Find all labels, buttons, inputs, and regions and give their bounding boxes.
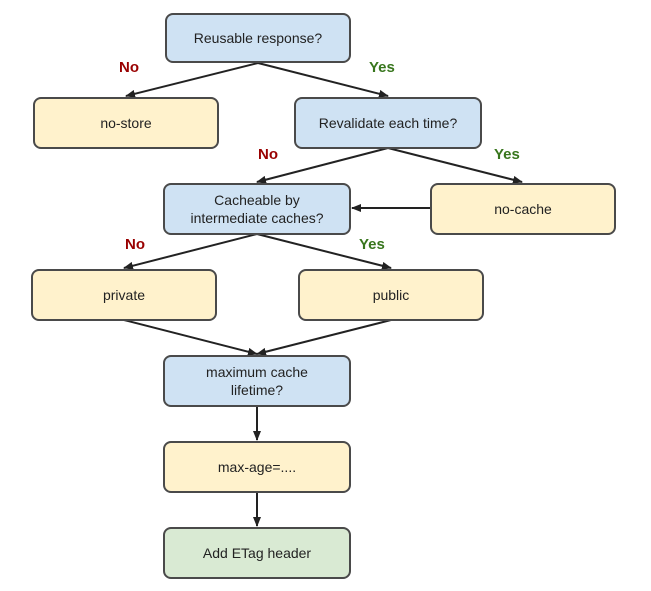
label-yes-revalidate: Yes	[494, 146, 520, 163]
node-add-etag-header: Add ETag header	[163, 527, 351, 579]
node-maximum-cache-lifetime: maximum cache lifetime?	[163, 355, 351, 407]
arrow-revalidate-to-no-cache	[387, 147, 523, 184]
label-no-reusable: No	[119, 59, 139, 76]
label-no-cacheable: No	[125, 236, 145, 253]
node-max-age: max-age=....	[163, 441, 351, 493]
node-no-store: no-store	[33, 97, 219, 149]
arrow-cacheable-to-public	[256, 233, 392, 270]
node-revalidate-each-time: Revalidate each time?	[294, 97, 482, 149]
arrow-reusable-to-revalidate	[257, 62, 389, 98]
node-cacheable-by-intermediate-caches: Cacheable by intermediate caches?	[163, 183, 351, 235]
node-reusable-response: Reusable response?	[165, 13, 351, 63]
label-no-revalidate: No	[258, 146, 278, 163]
label-yes-reusable: Yes	[369, 59, 395, 76]
arrow-revalidate-to-cacheable	[256, 147, 389, 184]
arrow-private-to-max-lifetime	[123, 319, 258, 356]
arrow-public-to-max-lifetime	[256, 319, 392, 356]
node-no-cache: no-cache	[430, 183, 616, 235]
label-yes-cacheable: Yes	[359, 236, 385, 253]
arrow-cacheable-to-private	[123, 233, 258, 270]
node-private: private	[31, 269, 217, 321]
node-public: public	[298, 269, 484, 321]
arrow-reusable-to-no-store	[125, 62, 259, 98]
